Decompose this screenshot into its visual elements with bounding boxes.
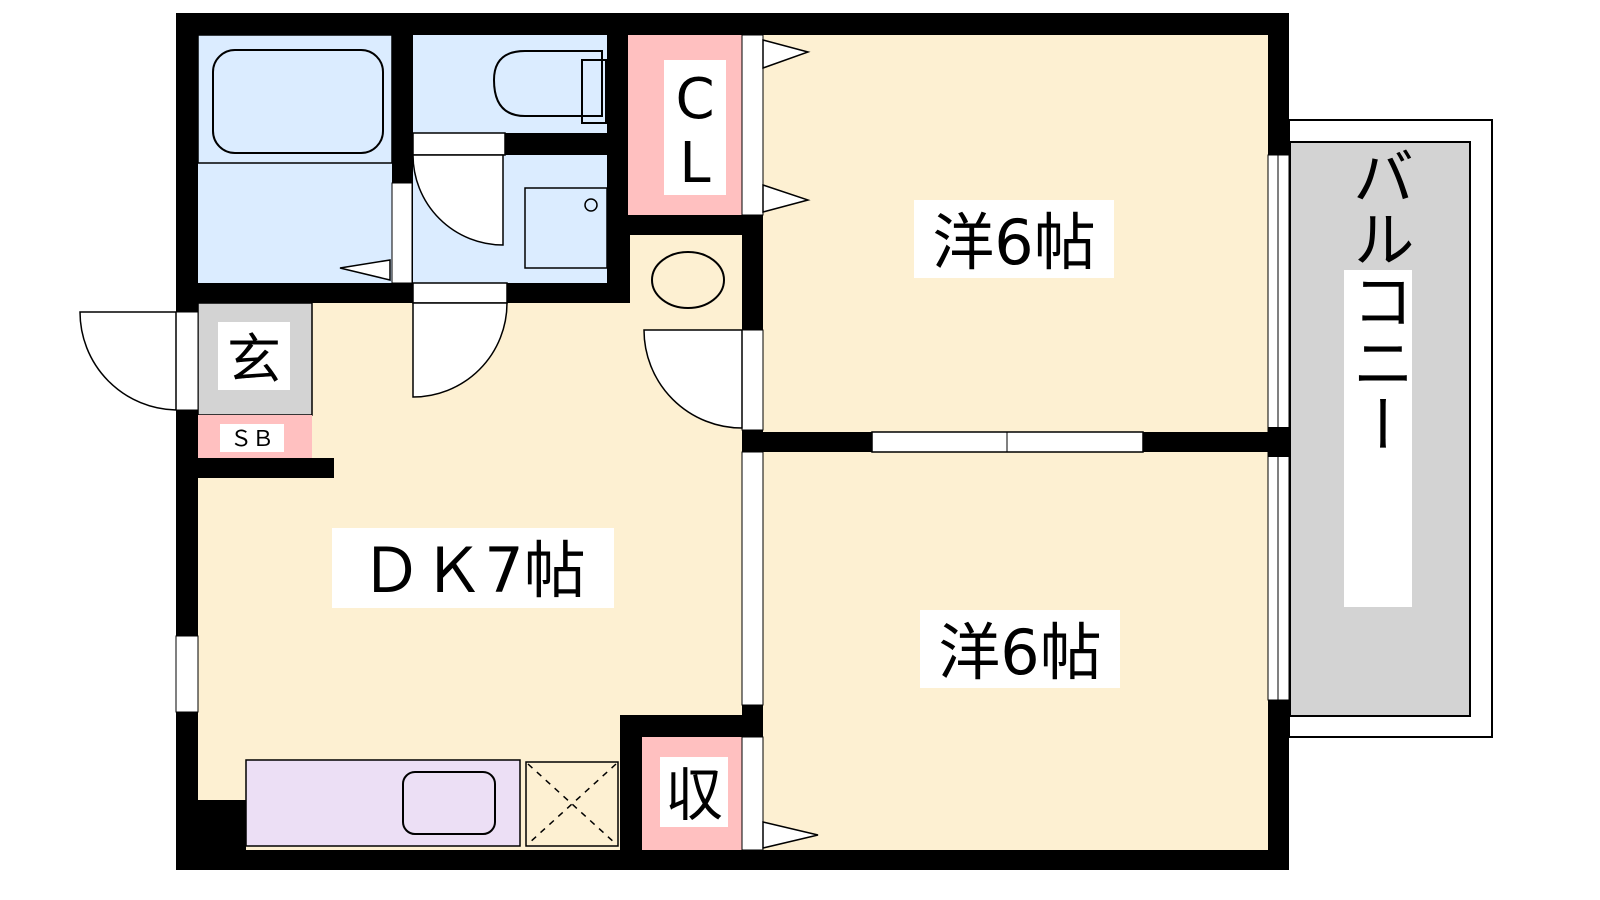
entrance-label: 玄 bbox=[227, 328, 281, 391]
kitchen-counter bbox=[245, 759, 521, 847]
dining-kitchen-label: ＤＫ7帖 bbox=[360, 534, 585, 607]
bathroom bbox=[198, 35, 392, 283]
washing-machine-space bbox=[524, 187, 608, 269]
closet-label-c: C bbox=[675, 67, 714, 132]
toilet bbox=[492, 50, 603, 117]
shoe-box-label: ＳＢ bbox=[230, 427, 274, 452]
entrance-door[interactable] bbox=[79, 311, 177, 411]
wash-basin bbox=[651, 251, 725, 309]
washroom-door[interactable] bbox=[412, 154, 504, 246]
balcony bbox=[1288, 119, 1493, 738]
kitchen-sink bbox=[402, 771, 496, 835]
toilet-door bbox=[412, 132, 506, 156]
western-room-2-label: 洋6帖 bbox=[938, 616, 1101, 689]
western-room-1-label: 洋6帖 bbox=[932, 206, 1095, 279]
storage-label: 収 bbox=[665, 761, 723, 829]
toilet-room bbox=[413, 35, 607, 133]
left-window bbox=[175, 635, 199, 713]
bathtub bbox=[212, 49, 384, 154]
closet-label-l: L bbox=[679, 131, 710, 196]
room1-door[interactable] bbox=[643, 329, 743, 429]
washroom-entry-door[interactable] bbox=[412, 302, 508, 398]
balcony-label: バルコニー bbox=[1342, 145, 1415, 455]
sliding-door-dk[interactable] bbox=[741, 451, 764, 706]
